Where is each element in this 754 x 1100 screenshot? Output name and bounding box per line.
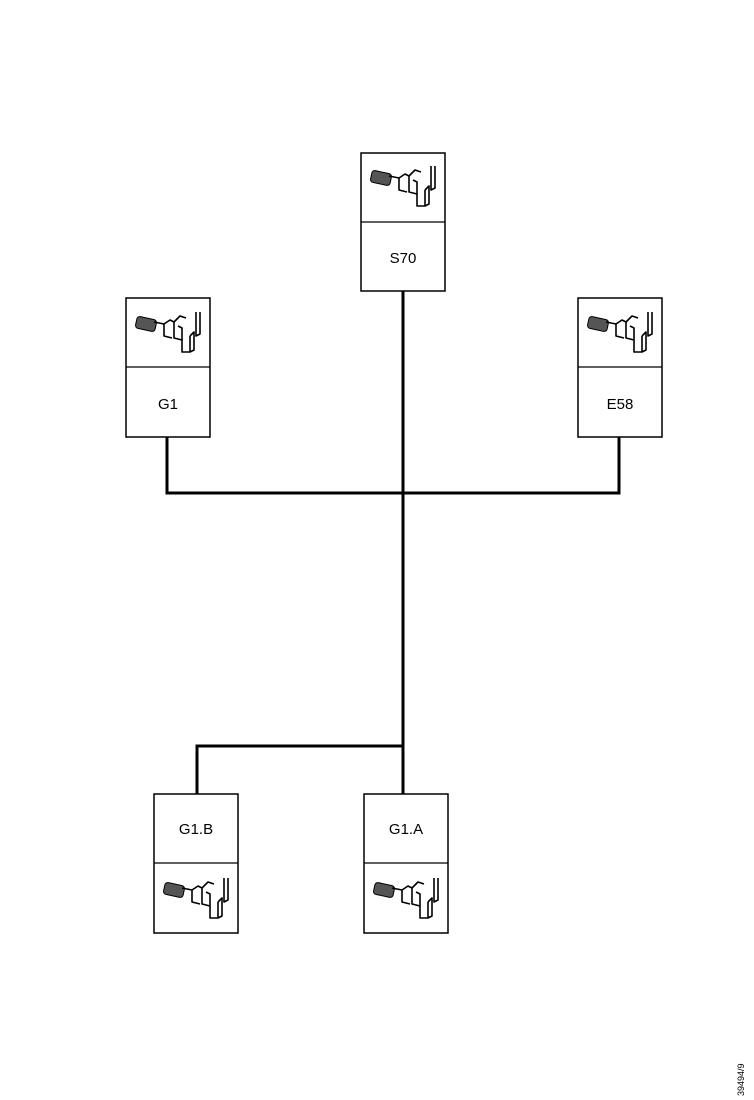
connector-label-s70: S70 [390, 250, 417, 267]
connector-g1a[interactable]: G1.A [363, 793, 449, 934]
connector-e58[interactable]: E58 [577, 297, 663, 438]
figure-reference-code: 39494/9 [736, 1063, 746, 1096]
connector-label-g1: G1 [158, 396, 178, 413]
connector-s70[interactable]: S70 [360, 152, 446, 292]
connector-label-e58: E58 [607, 396, 634, 413]
connector-g1b[interactable]: G1.B [153, 793, 239, 934]
connector-g1[interactable]: G1 [125, 297, 211, 438]
connector-label-g1a: G1.A [389, 821, 423, 838]
wire-harness [165, 289, 621, 796]
connector-label-g1b: G1.B [179, 821, 213, 838]
